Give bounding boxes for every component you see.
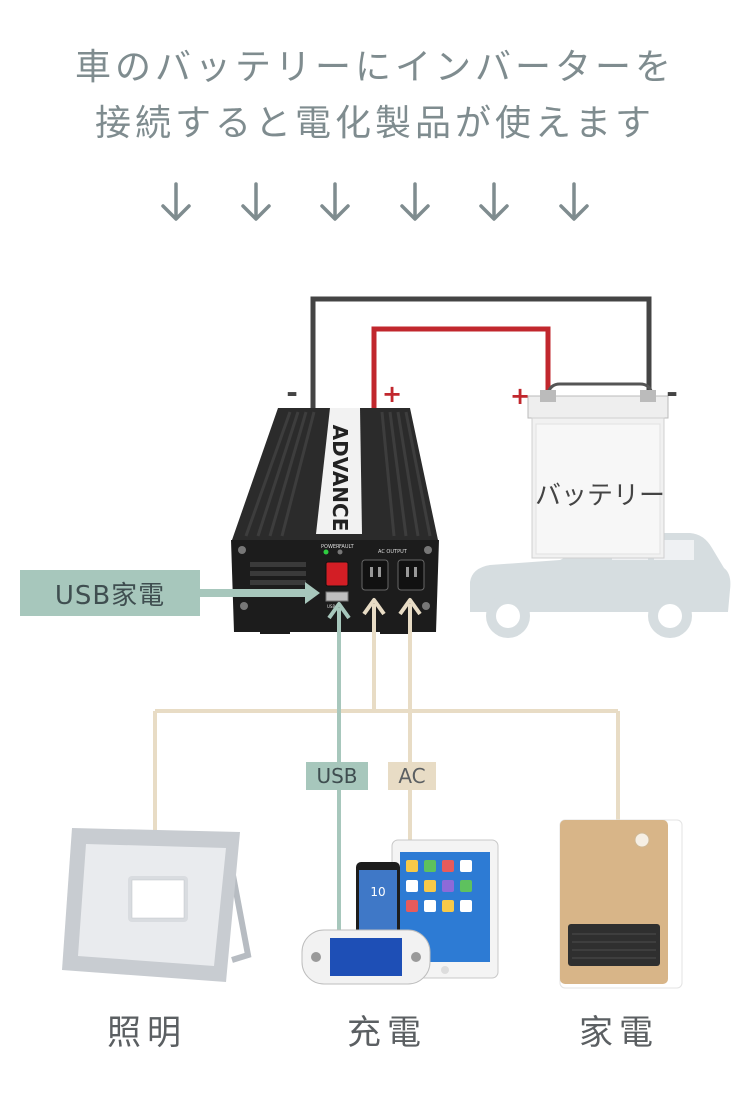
smartphone xyxy=(356,862,400,944)
label-appliance: 家電 xyxy=(579,1013,659,1053)
down-arrow-icon xyxy=(400,182,430,221)
battery-plus-sign: + xyxy=(510,382,530,410)
usb-tag: USB xyxy=(306,762,368,790)
inverter xyxy=(231,408,439,634)
inverter-brand: ADVANCE xyxy=(328,425,352,532)
battery-minus-sign: - xyxy=(666,376,678,409)
headline-line-1: 車のバッテリーにインバーターを xyxy=(74,47,675,88)
battery-label: バッテリー xyxy=(535,481,665,511)
negative-wire xyxy=(310,296,652,408)
positive-wire xyxy=(371,326,551,408)
ac-lines xyxy=(153,604,620,840)
down-arrow-icon xyxy=(161,182,191,221)
fault-label: FAULT xyxy=(339,544,355,550)
ceramic-heater xyxy=(559,819,683,989)
headline-line-2: 接続すると電化製品が使えます xyxy=(94,103,655,144)
usb-5v-label: USB 5V xyxy=(327,604,342,609)
ac-tag: AC xyxy=(388,762,436,790)
ac-arrow-icons xyxy=(362,598,422,616)
down-arrows xyxy=(161,182,589,221)
label-charging: 充電 xyxy=(347,1013,427,1053)
power-label: POWER xyxy=(321,544,340,550)
down-arrow-icon xyxy=(320,182,350,221)
label-lighting: 照明 xyxy=(107,1013,187,1053)
down-arrow-icon xyxy=(241,182,271,221)
inverter-plus-sign: + xyxy=(382,380,402,408)
usb-appliance-tag: USB家電 xyxy=(20,570,200,616)
handheld-console xyxy=(301,929,431,985)
floodlight xyxy=(62,828,252,982)
phone-clock: 10 xyxy=(370,885,385,899)
battery xyxy=(527,382,669,559)
down-arrow-icon xyxy=(479,182,509,221)
down-arrow-icon xyxy=(559,182,589,221)
inverter-minus-sign: - xyxy=(286,376,298,409)
ac-output-label: AC OUTPUT xyxy=(378,549,408,555)
